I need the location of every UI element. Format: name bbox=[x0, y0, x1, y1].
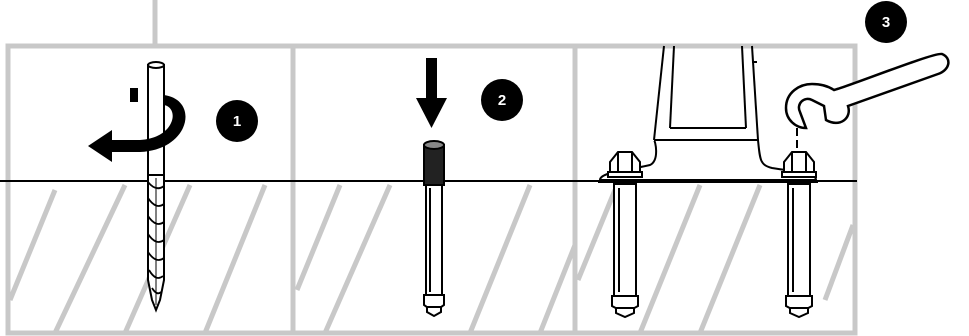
step-number-2: 2 bbox=[498, 92, 506, 109]
concrete-hatching bbox=[7, 183, 856, 335]
step-number-1: 1 bbox=[233, 113, 241, 130]
step-number-3: 3 bbox=[882, 14, 890, 31]
step-badge-1: 1 bbox=[216, 100, 258, 142]
panel-frame bbox=[5, 0, 858, 336]
anchor-bolt-icon bbox=[423, 140, 445, 318]
step-badge-2: 2 bbox=[481, 79, 523, 121]
anchor-bolt-right-icon bbox=[781, 151, 817, 319]
anchor-bolt-left-icon bbox=[607, 151, 643, 319]
rotation-arrow-icon bbox=[88, 88, 186, 162]
drill-bit-icon bbox=[147, 61, 165, 313]
down-arrow-icon bbox=[416, 58, 447, 128]
wrench-icon bbox=[784, 52, 950, 130]
step-badge-3: 3 bbox=[865, 1, 907, 43]
